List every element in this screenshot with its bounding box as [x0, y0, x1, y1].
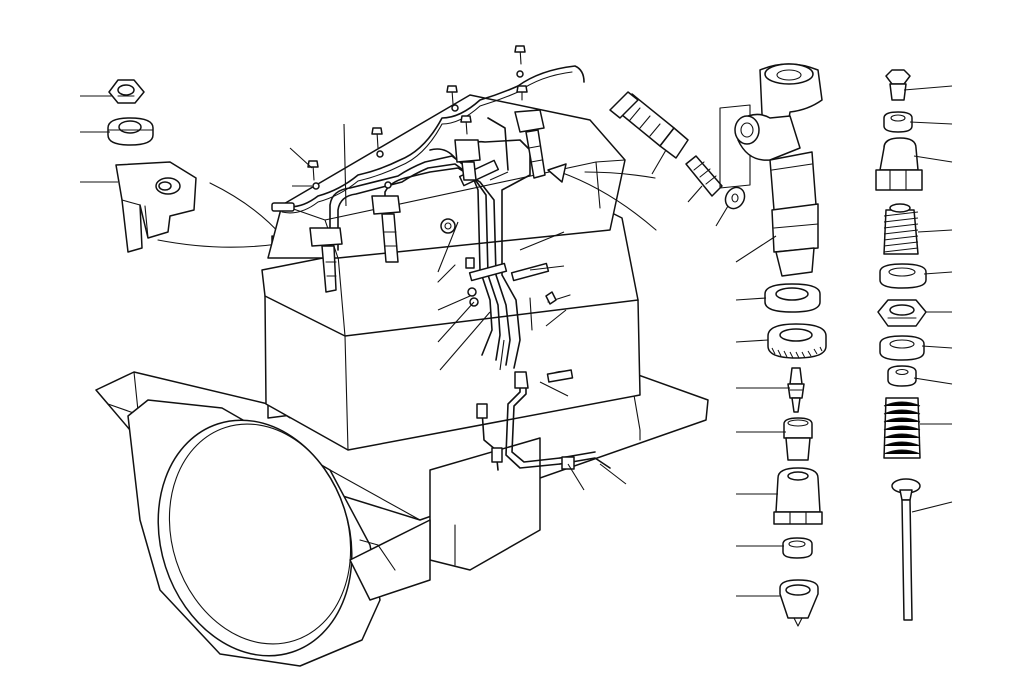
cap-icon	[875, 137, 923, 191]
filter-icon	[685, 155, 723, 197]
nozzle-icon	[783, 417, 813, 461]
injector-body-icon	[719, 63, 823, 277]
cap-nut-icon	[773, 467, 823, 525]
washer-small-icon	[883, 111, 913, 133]
hex-nut-icon	[877, 299, 927, 327]
washer-icon	[107, 117, 154, 146]
thin-washer-icon	[879, 335, 925, 361]
clamp-bracket-icon	[115, 161, 197, 253]
needle-icon	[787, 367, 805, 413]
coil-spring-icon	[883, 397, 921, 459]
spring-icon	[883, 203, 919, 255]
leader-lines	[80, 85, 953, 597]
small-washer-icon	[724, 186, 746, 210]
dust-cap-icon	[779, 579, 819, 627]
injector-lines-icon	[271, 45, 611, 471]
engine-block-icon	[95, 94, 709, 571]
push-rod-icon	[891, 478, 921, 621]
spacer-icon	[887, 365, 917, 387]
serrated-washer-icon	[767, 323, 827, 359]
nut-icon	[108, 79, 145, 104]
ring-icon	[782, 537, 813, 559]
banjo-bolt-icon	[885, 69, 911, 101]
fitting-icon	[609, 91, 689, 159]
seal-washer-icon	[764, 283, 821, 313]
flat-washer-icon	[879, 263, 927, 289]
flywheel-housing-icon	[127, 399, 431, 667]
